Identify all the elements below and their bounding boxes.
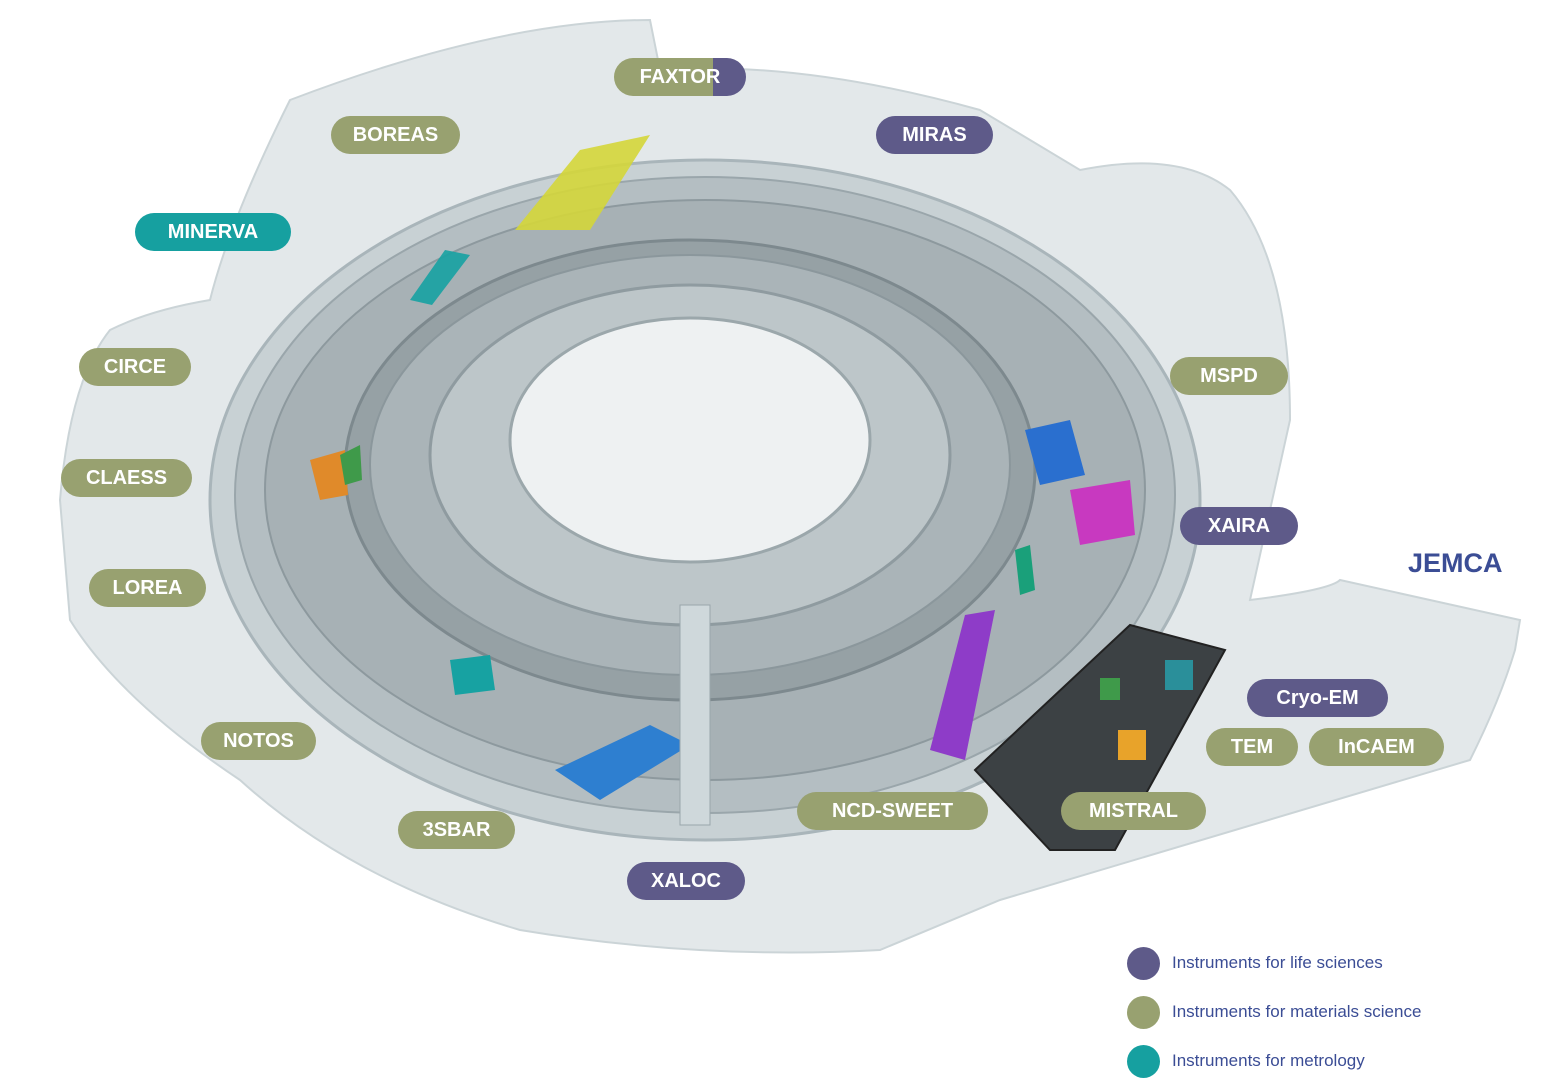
label-tem[interactable]: TEM — [1206, 728, 1298, 766]
legend-item-materials-science: Instruments for materials science — [1127, 995, 1421, 1029]
legend-label-metrology: Instruments for metrology — [1172, 1051, 1365, 1070]
legend-swatch-life — [1127, 946, 1160, 980]
label-boreas[interactable]: BOREAS — [331, 116, 460, 154]
legend-swatch-metrology — [1127, 1044, 1160, 1078]
label-minerva[interactable]: MINERVA — [135, 213, 291, 251]
label-mspd[interactable]: MSPD — [1170, 357, 1288, 395]
label-mistral[interactable]: MISTRAL — [1061, 792, 1206, 830]
label-lorea[interactable]: LOREA — [89, 569, 206, 607]
legend-label-life: Instruments for life sciences — [1172, 953, 1383, 972]
label-miras[interactable]: MIRAS — [876, 116, 993, 154]
label-incaem[interactable]: InCAEM — [1309, 728, 1444, 766]
label-ncd-sweet[interactable]: NCD-SWEET — [797, 792, 988, 830]
label-cryo-em[interactable]: Cryo-EM — [1247, 679, 1388, 717]
label-claess[interactable]: CLAESS — [61, 459, 192, 497]
legend-label-materials: Instruments for materials science — [1172, 1002, 1422, 1021]
legend-item-life-sciences: Instruments for life sciences — [1127, 946, 1383, 980]
label-3sbar[interactable]: 3SBAR — [398, 811, 515, 849]
label-jemca[interactable]: JEMCA — [1408, 548, 1503, 578]
label-faxtor[interactable]: FAXTOR — [614, 58, 746, 96]
label-circe[interactable]: CIRCE — [79, 348, 191, 386]
label-xaira[interactable]: XAIRA — [1180, 507, 1298, 545]
legend-item-metrology: Instruments for metrology — [1127, 1044, 1365, 1078]
label-notos[interactable]: NOTOS — [201, 722, 316, 760]
legend-swatch-materials — [1127, 995, 1160, 1029]
label-xaloc[interactable]: XALOC — [627, 862, 745, 900]
